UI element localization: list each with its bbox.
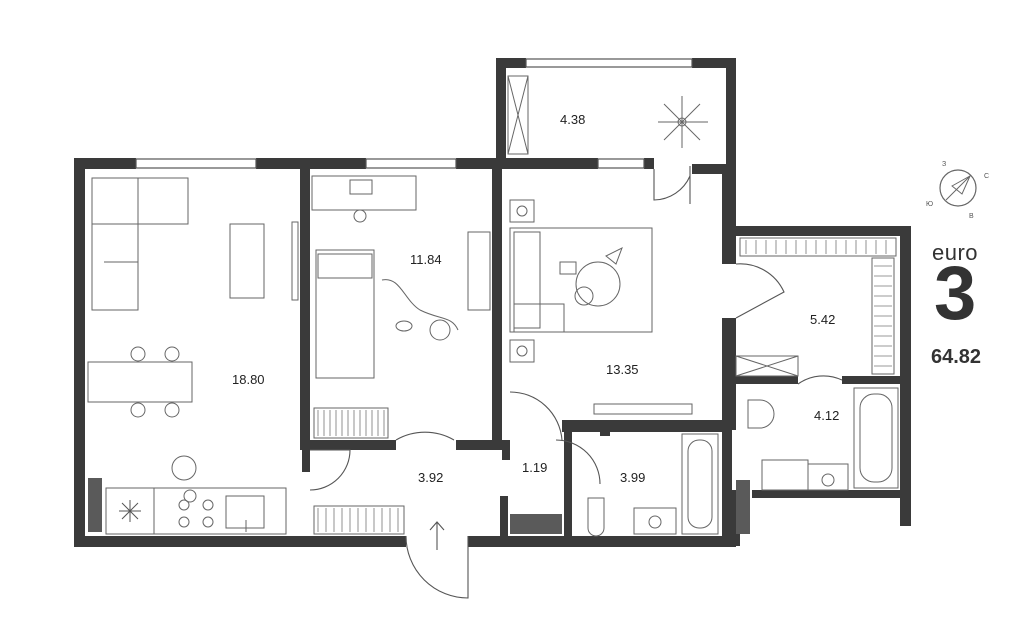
wall-accents <box>88 478 750 534</box>
walls <box>74 58 911 547</box>
area-bedroom-small: 11.84 <box>410 252 442 267</box>
compass-icon: З С В Ю <box>926 161 989 220</box>
area-bathroom-right: 4.12 <box>814 408 839 423</box>
compass-north: З <box>942 161 946 168</box>
compass-west: Ю <box>926 201 933 208</box>
closet-hatch <box>317 240 892 532</box>
windows <box>135 58 693 169</box>
doors <box>309 166 843 599</box>
apartment-total-area: 64.82 <box>931 346 982 368</box>
apartment-rooms-count: 3 <box>934 251 977 336</box>
plant-icon <box>658 96 708 148</box>
snowflake-icon <box>119 500 141 522</box>
compass-south: В <box>969 213 974 220</box>
compass-east: С <box>984 173 989 180</box>
room-labels: 18.80 11.84 13.35 4.38 5.42 4.12 3.99 3.… <box>232 112 839 485</box>
area-bathroom-center: 3.99 <box>620 470 645 485</box>
area-wardrobe: 5.42 <box>810 312 835 327</box>
furniture <box>87 75 899 537</box>
area-bedroom-main: 13.35 <box>606 362 639 377</box>
area-balcony: 4.38 <box>560 112 585 127</box>
area-corridor: 1.19 <box>522 460 547 475</box>
area-living-kitchen: 18.80 <box>232 372 265 387</box>
apartment-type-label: euro <box>932 240 979 265</box>
area-hallway: 3.92 <box>418 470 443 485</box>
